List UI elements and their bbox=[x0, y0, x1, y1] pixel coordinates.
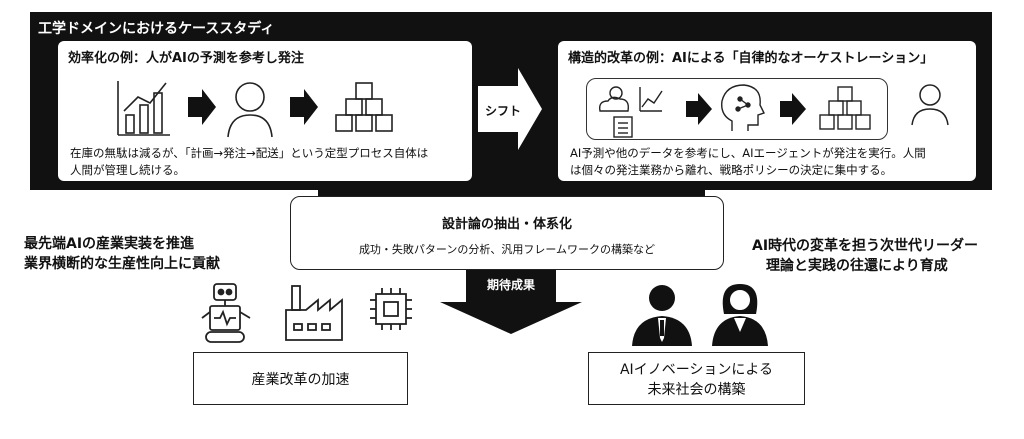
structural-reform-panel: 構造的改革の例：AIによる「自律的なオーケストレーション」 bbox=[558, 41, 976, 181]
structural-reform-title: 構造的改革の例：AIによる「自律的なオーケストレーション」 bbox=[568, 51, 934, 66]
arrow-right-icon bbox=[290, 89, 318, 125]
leader-icons bbox=[632, 284, 768, 346]
leader-goal-line2: 理論と実践の往還により育成 bbox=[766, 258, 948, 274]
line-chart-icon bbox=[639, 87, 663, 112]
design-theory-title: 設計論の抽出・体系化 bbox=[441, 217, 572, 232]
efficiency-example-panel: 効率化の例：人がAIの予測を参考し発注 在庫の無駄は減るが、「計画→発注→配送」… bbox=[58, 41, 472, 181]
orchestration-flow-icons bbox=[598, 84, 949, 138]
industry-outcome-label: 産業改革の加速 bbox=[251, 372, 350, 388]
chip-icon bbox=[370, 288, 412, 330]
industry-goal-line2: 業界横断的な生産性向上に貢献 bbox=[24, 256, 220, 272]
design-theory-subtitle: 成功・失敗パターンの分析、汎用フレームワークの構築など bbox=[358, 243, 656, 256]
efficiency-caption-line2: 人間が管理し続ける。 bbox=[70, 163, 185, 177]
weather-icon bbox=[598, 86, 630, 112]
banner-title: 工学ドメインにおけるケーススタディ bbox=[38, 21, 275, 37]
expected-result-label: 期待成果 bbox=[486, 278, 535, 292]
person-icon bbox=[227, 82, 273, 138]
businesswoman-icon bbox=[712, 284, 768, 346]
industry-icons bbox=[201, 283, 412, 343]
efficiency-caption-line1: 在庫の無駄は減るが、「計画→発注→配送」という定型プロセス自体は bbox=[70, 146, 429, 160]
stacked-boxes-icon bbox=[819, 86, 871, 130]
industry-outcome-box: 産業改革の加速 bbox=[193, 352, 408, 405]
leader-goal-line1: AI時代の変革を担う次世代リーダー bbox=[752, 238, 979, 254]
arrow-right-icon bbox=[188, 89, 216, 125]
bar-chart-icon bbox=[117, 81, 170, 136]
society-outcome-box: AIイノベーションによる 未来社会の構築 bbox=[588, 352, 805, 405]
design-theory-box: 設計論の抽出・体系化 成功・失敗パターンの分析、汎用フレームワークの構築など bbox=[290, 196, 724, 270]
robot-icon bbox=[201, 283, 251, 343]
shift-label: シフト bbox=[485, 104, 522, 118]
arrow-right-icon bbox=[780, 93, 806, 125]
ai-head-icon bbox=[721, 84, 765, 131]
structural-caption-line1: AI予測や他のデータを参考にし、AIエージェントが発注を実行。人間 bbox=[570, 146, 926, 160]
society-outcome-line1: AIイノベーションによる bbox=[619, 362, 773, 378]
industry-goal-line1: 最先端AIの産業実装を推進 bbox=[24, 236, 195, 252]
shift-arrow bbox=[478, 68, 542, 150]
society-outcome-line2: 未来社会の構築 bbox=[647, 382, 746, 398]
document-icon bbox=[613, 116, 633, 138]
businessman-icon bbox=[632, 285, 692, 346]
efficiency-flow-icons bbox=[117, 81, 393, 138]
orchestration-frame bbox=[586, 78, 888, 140]
efficiency-example-title: 効率化の例：人がAIの予測を参考し発注 bbox=[68, 51, 304, 66]
structural-caption-line2: は個々の発注業務から離れ、戦略ポリシーの決定に集中する。 bbox=[570, 163, 893, 177]
arrow-right-icon bbox=[686, 93, 712, 125]
person-icon bbox=[911, 84, 949, 126]
stacked-boxes-icon bbox=[335, 82, 393, 132]
factory-icon bbox=[285, 285, 343, 341]
